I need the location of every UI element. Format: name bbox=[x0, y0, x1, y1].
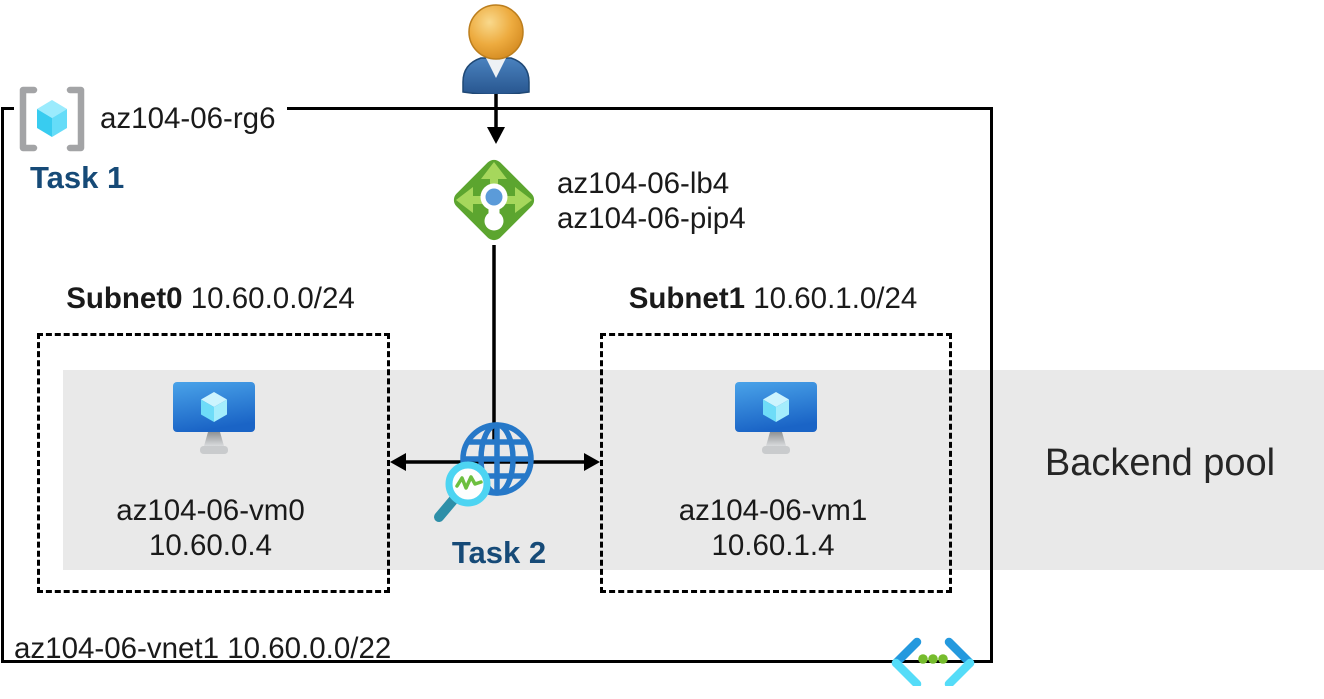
public-ip-name: az104-06-pip4 bbox=[557, 202, 746, 235]
vnet-label: az104-06-vnet1 10.60.0.0/22 bbox=[14, 632, 391, 666]
subnet1-label: Subnet1 10.60.1.0/24 bbox=[600, 282, 946, 316]
vm1-ip: 10.60.1.4 bbox=[711, 529, 835, 562]
task2-label: Task 2 bbox=[451, 535, 547, 570]
subnet1-cidr: 10.60.1.0/24 bbox=[753, 282, 918, 315]
vnet-cidr: 10.60.0.0/22 bbox=[227, 632, 392, 665]
subnet1-name: Subnet1 bbox=[628, 282, 746, 315]
backend-pool-band bbox=[63, 370, 1324, 570]
subnet0-label: Subnet0 10.60.0.0/24 bbox=[37, 282, 384, 316]
virtual-network-icon bbox=[891, 637, 975, 686]
subnet0-name: Subnet0 bbox=[66, 282, 183, 315]
vm1-name: az104-06-vm1 bbox=[678, 494, 868, 527]
magnifier-handle bbox=[434, 493, 460, 522]
task1-label: Task 1 bbox=[30, 160, 125, 195]
resource-group-icon bbox=[19, 86, 85, 152]
backend-pool-label: Backend pool bbox=[1044, 442, 1276, 484]
load-balancer-name: az104-06-lb4 bbox=[557, 167, 730, 200]
resource-group-chip: az104-06-rg6 bbox=[14, 85, 288, 153]
load-balancer-labels: az104-06-lb4 az104-06-pip4 bbox=[557, 166, 746, 236]
vm0-icon bbox=[173, 382, 255, 454]
health-probe-globe-icon bbox=[434, 422, 534, 522]
vm0-name: az104-06-vm0 bbox=[116, 494, 305, 527]
subnet1-box bbox=[600, 333, 952, 593]
person-icon bbox=[462, 4, 530, 94]
resource-group-name: az104-06-rg6 bbox=[100, 102, 276, 135]
subnet0-cidr: 10.60.0.0/24 bbox=[190, 282, 355, 315]
pulse-line bbox=[455, 475, 483, 490]
vm0-ip: 10.60.0.4 bbox=[148, 529, 273, 562]
subnet0-box bbox=[37, 333, 390, 593]
vnet-name: az104-06-vnet1 bbox=[14, 632, 220, 665]
vm1-icon bbox=[735, 382, 817, 454]
load-balancer-icon bbox=[453, 159, 535, 241]
